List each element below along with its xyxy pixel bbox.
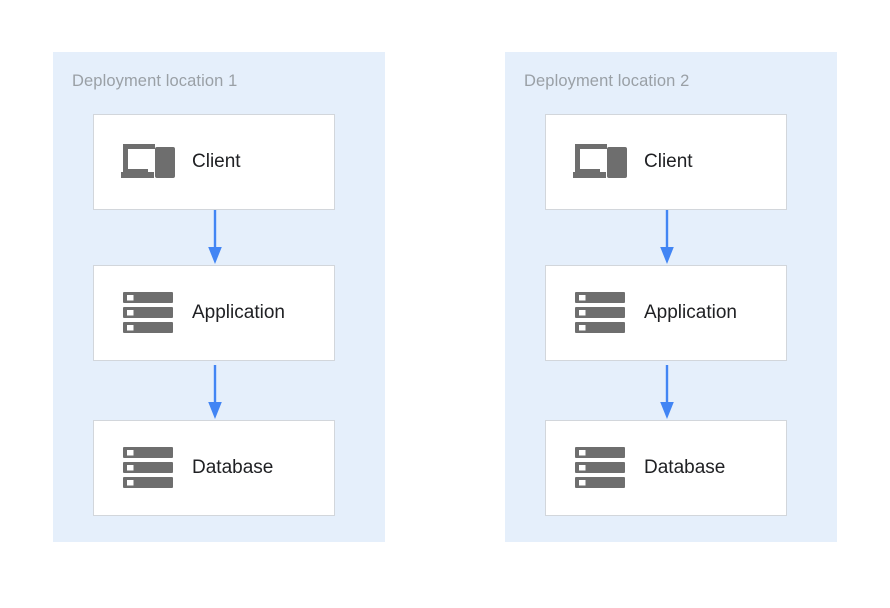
node-label: Client xyxy=(192,151,241,172)
deployment-zone-2: Deployment location 2 Client xyxy=(505,52,837,542)
node-label: Application xyxy=(644,302,737,323)
server-stack-icon xyxy=(116,291,180,335)
server-stack-icon xyxy=(116,446,180,490)
node-application-1[interactable]: Application xyxy=(93,265,335,361)
node-client-2[interactable]: Client xyxy=(545,114,787,210)
server-stack-icon xyxy=(568,291,632,335)
arrow-application-to-database-2 xyxy=(660,365,674,420)
node-label: Database xyxy=(644,457,726,478)
zone-1-title: Deployment location 1 xyxy=(72,72,238,90)
server-stack-icon xyxy=(568,446,632,490)
arrow-application-to-database-1 xyxy=(208,365,222,420)
node-client-1[interactable]: Client xyxy=(93,114,335,210)
arrow-client-to-application-1 xyxy=(208,210,222,265)
deployment-zone-1: Deployment location 1 Client xyxy=(53,52,385,542)
node-application-2[interactable]: Application xyxy=(545,265,787,361)
node-label: Client xyxy=(644,151,693,172)
devices-icon xyxy=(568,141,632,183)
arrow-client-to-application-2 xyxy=(660,210,674,265)
devices-icon xyxy=(116,141,180,183)
node-label: Database xyxy=(192,457,274,478)
node-label: Application xyxy=(192,302,285,323)
node-database-1[interactable]: Database xyxy=(93,420,335,516)
zone-2-title: Deployment location 2 xyxy=(524,72,690,90)
node-database-2[interactable]: Database xyxy=(545,420,787,516)
